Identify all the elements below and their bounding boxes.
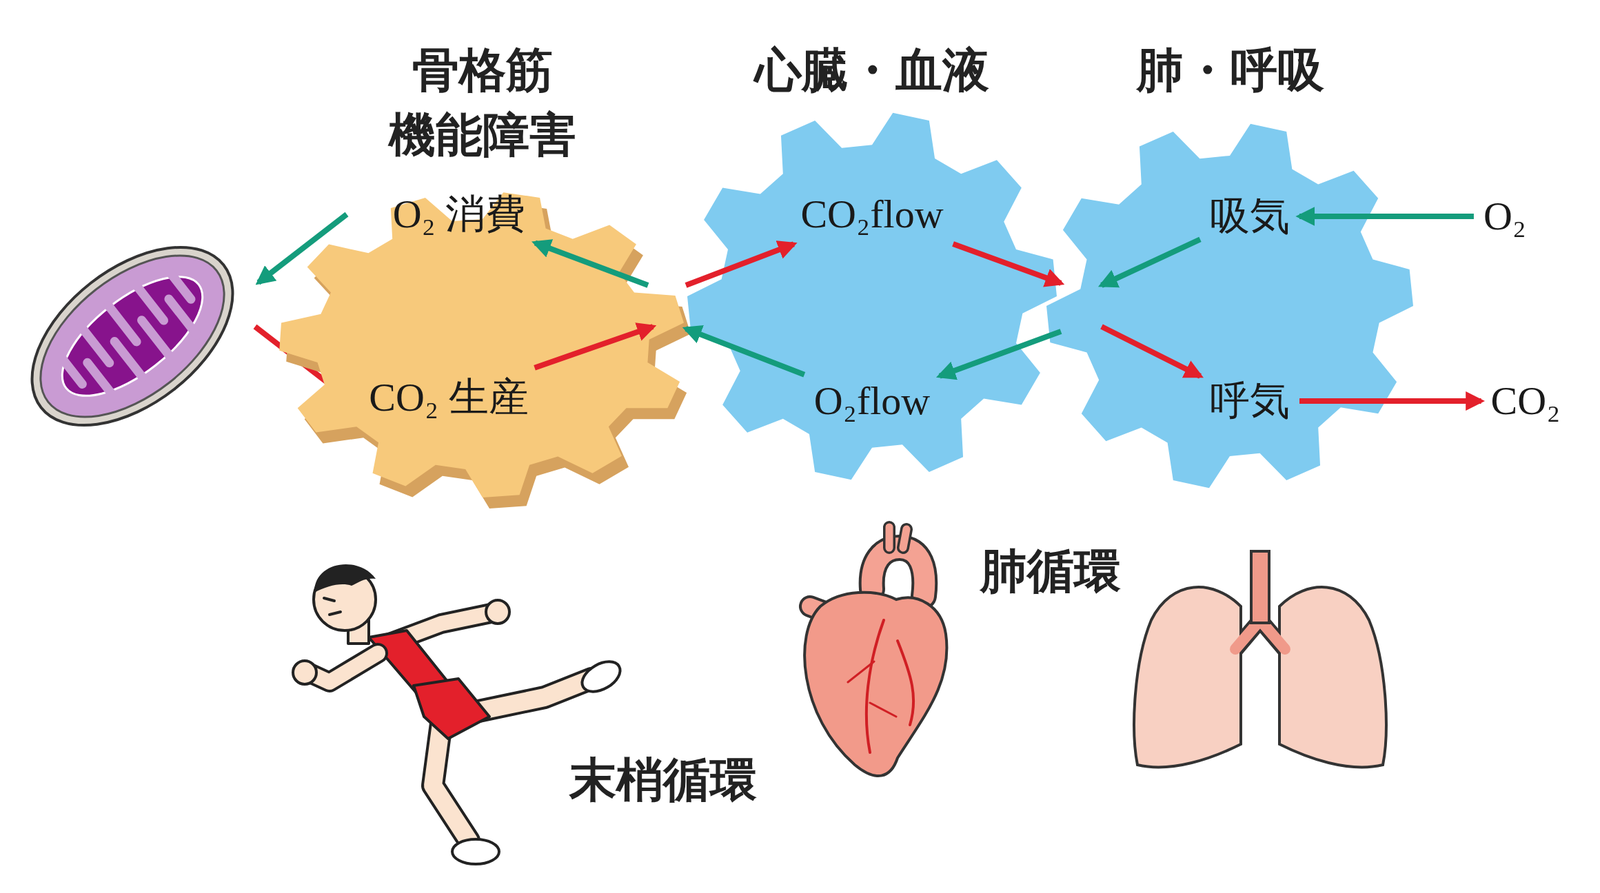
- gear-node: 心臓・血液 CO₂flowO₂flow: [685, 37, 1059, 493]
- arrow-segment: [1101, 239, 1201, 286]
- term-text: O₂: [1479, 192, 1531, 242]
- gear-heading: 心臓・血液: [731, 37, 1013, 103]
- crista: [114, 341, 143, 378]
- flow-arrow: [1299, 401, 1482, 402]
- term-text: 吸気: [1205, 192, 1294, 242]
- term-text: 呼気: [1205, 377, 1294, 427]
- flow-arrow: [953, 244, 1201, 377]
- crista: [162, 263, 191, 300]
- flow-term: 吸気: [1205, 192, 1294, 242]
- gear-shape: [1044, 37, 1417, 493]
- gear-node: 肺・呼吸吸気呼気: [1044, 37, 1417, 493]
- flow-term: 呼気: [1205, 377, 1294, 427]
- flow-term: CO₂: [1486, 377, 1565, 427]
- term-text: CO₂: [1486, 377, 1565, 427]
- circulation-label: 末梢循環: [569, 752, 757, 809]
- crista: [142, 320, 171, 357]
- term-text: O₂ 消費: [388, 190, 531, 240]
- crista: [168, 299, 198, 336]
- gear-heading: 骨格筋 機能障害: [383, 37, 582, 168]
- lungs: [1133, 551, 1387, 768]
- flow-arrow: [534, 244, 795, 368]
- flow-arrow: [534, 242, 804, 375]
- gear-heading: 肺・呼吸: [1113, 37, 1348, 103]
- arrow-segment: [534, 242, 648, 286]
- crista: [81, 327, 110, 364]
- arrow-segment: [1299, 398, 1482, 404]
- arrow-segment: [685, 244, 794, 286]
- gear-face: [687, 113, 1057, 481]
- crista: [108, 306, 138, 342]
- term-text: O₂flow: [809, 377, 935, 427]
- arrow-segment: [953, 244, 1061, 284]
- mitochondrion: [0, 211, 266, 461]
- flow-arrow: [939, 239, 1201, 376]
- heart: [804, 527, 947, 777]
- flow-arrow: [1299, 216, 1474, 218]
- crista: [87, 362, 116, 399]
- gear-face: [1046, 124, 1414, 489]
- flow-term: O₂ 消費: [388, 190, 531, 240]
- arrow-segment: [1101, 326, 1201, 377]
- crista: [54, 348, 83, 384]
- runner: [292, 564, 626, 865]
- arrow-segment: [685, 328, 805, 376]
- gear-face: [279, 192, 684, 498]
- flow-term: CO₂ 生産: [364, 373, 533, 423]
- term-text: CO₂flow: [796, 190, 948, 240]
- flow-term: O₂flow: [809, 377, 935, 427]
- arrow-segment: [534, 326, 653, 369]
- arrow-segment: [939, 331, 1061, 377]
- term-text: CO₂ 生産: [364, 373, 533, 423]
- circulation-label: 肺循環: [980, 543, 1121, 600]
- gear-node: 骨格筋 機能障害 O₂ 消費 CO₂ 生産: [275, 37, 690, 521]
- flow-term: CO₂flow: [796, 190, 948, 240]
- gear-shape: [685, 37, 1059, 493]
- crista: [135, 284, 165, 321]
- arrow-segment: [1299, 213, 1474, 220]
- flow-term: O₂: [1479, 192, 1531, 242]
